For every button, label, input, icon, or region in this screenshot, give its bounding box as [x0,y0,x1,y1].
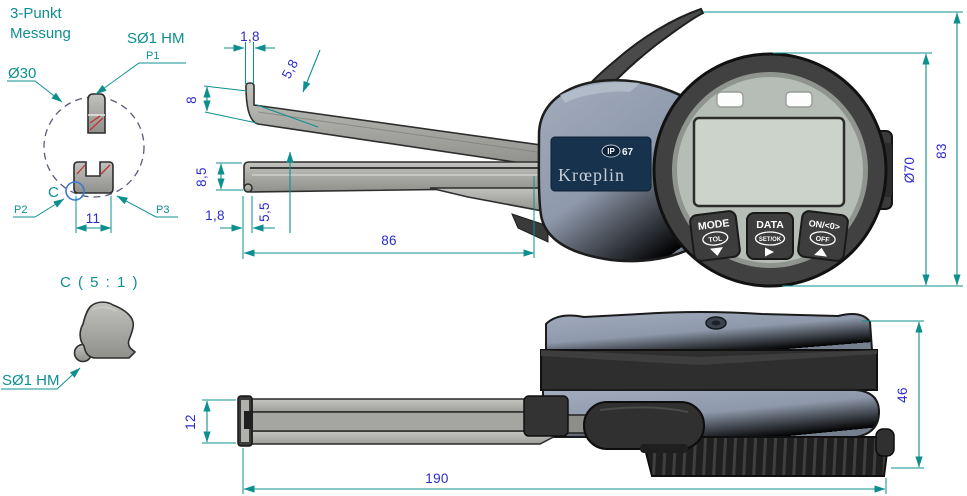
mode-button-label: MODE [697,217,730,233]
dim-body-depth: 46 [862,320,924,469]
ring-diameter-leader [7,80,63,103]
c-marker-label: C [48,184,59,201]
p2-label: P2 [14,204,27,216]
dim-label: 46 [895,387,910,403]
dim-tip-depth-lower: 5,5 [257,151,294,233]
neck-shadow [511,213,549,243]
hatch-line [89,117,104,131]
probe-tip-label: SØ1 HM [127,30,185,47]
digital-dial: MODE TOL DATA SET/OK ON/<0> OFF [652,52,888,288]
dim-label: 12 [183,414,198,430]
dim-tip-height-lower: 8,5 [194,162,243,191]
hatch-line [100,164,111,175]
dim-label: 8 [184,96,199,104]
detail-c-title: C ( 5 : 1 ) [60,274,139,291]
dim-label: 86 [381,233,397,248]
front-view-dimensions: 1,8 5,8 8 8,5 1,8 [184,11,963,287]
dim-groove-width: 11 [75,196,112,233]
data-button: DATA SET/OK [746,212,794,260]
data-button-label: DATA [756,219,784,231]
triangle-right-icon [765,247,774,257]
triangle-down-icon [710,247,723,256]
indicator-window-right [785,91,813,108]
hatch-line [76,164,86,175]
p1-leader [95,62,186,95]
lower-contact-ball [243,183,253,193]
dim-label: 1,8 [205,208,225,223]
dim-overall-height: 83 [703,11,963,286]
lower-probe-section [73,161,114,194]
p2-leader [13,198,65,218]
lcd-display [692,116,846,208]
p1-label: P1 [146,50,159,62]
dim-overall-length: 190 [242,448,887,494]
upper-probe-section [87,93,106,134]
detail-view-c: C ( 5 : 1 ) SØ1 HM [1,274,139,390]
arm-neck [429,187,549,213]
ip-rating-value: 67 [622,147,634,158]
data-button-pill-label: SET/OK [759,237,782,243]
brand-label: IP 67 Krœplin [550,136,652,192]
dim-label: 5,8 [279,57,301,81]
detail-c-marker-circle [65,181,85,201]
top-view-dimensions: 12 190 46 [183,320,924,494]
knurled-bezel-edge [640,436,891,477]
dim-tip-width-upper: 1,8 [224,29,275,84]
dim-tip-height-upper: 8 [184,85,258,124]
dim-tip-width-lower: 1,8 [205,196,275,259]
lever-tail [640,444,688,453]
p3-leader [116,195,178,218]
body-top-plate [545,311,874,351]
p3-label: P3 [156,204,169,216]
mode-button: MODE TOL [689,210,741,262]
arm-housing [523,395,569,437]
indicator-window-left [716,91,744,108]
probe-tip-leader-c [1,367,81,390]
triangle-up-icon [814,247,828,257]
on-off-button-label: ON/<0> [808,218,841,232]
top-view [237,311,895,477]
dim-label: 190 [425,471,448,486]
probe-tip-magnified [79,301,137,359]
reference-circle [43,96,145,198]
tip-contact [244,411,253,429]
mode-button-pill-label: TOL [708,236,723,245]
side-knob [875,428,895,457]
dim-dial-diameter: Ø70 [773,52,963,287]
dim-label-groove-width: 11 [86,211,101,226]
on-off-button-pill-label: OFF [815,236,830,245]
ip-rating-prefix: IP [607,147,615,156]
ip-badge-icon [601,144,621,158]
brand-name: Krœplin [558,165,625,185]
hatch-line [89,115,101,124]
note-line-2: Messung [10,25,71,42]
dim-arm-length: 86 [243,176,535,258]
upper-measuring-arm [245,82,549,168]
front-view: IP 67 Krœplin MODE TOL [243,7,893,288]
dim-label: Ø70 [902,157,917,183]
measurement-note: 3-Punkt Messung [10,5,71,42]
dim-label: 1,8 [240,29,260,44]
dim-arm-thickness: 12 [183,399,236,444]
on-off-button: ON/<0> OFF [797,210,849,262]
dim-label: 5,5 [257,202,272,222]
probe-tip-label-c: SØ1 HM [2,372,60,389]
dim-label: 8,5 [194,167,209,187]
detail-view-3-point: Ø30 SØ1 HM P1 C P2 P3 11 [7,30,186,233]
note-line-1: 3-Punkt [10,5,63,22]
dim-label: 83 [934,143,949,159]
ring-diameter-label: Ø30 [8,65,36,82]
